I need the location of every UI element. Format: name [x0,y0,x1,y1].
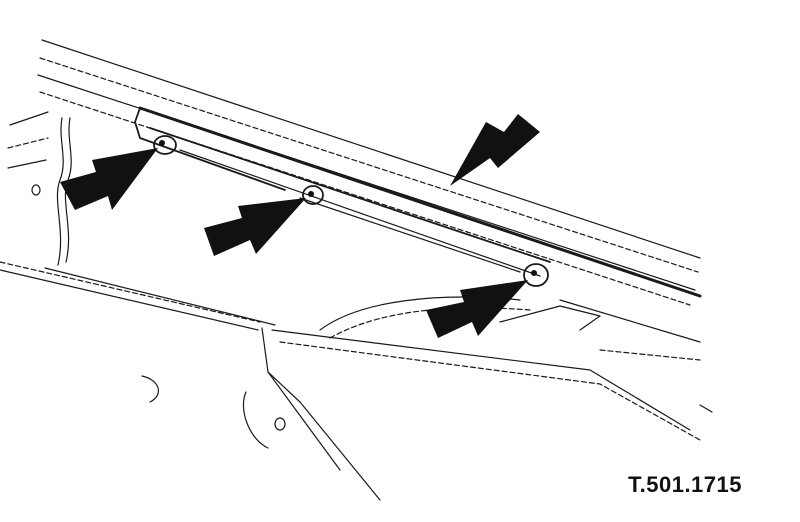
pillar-edge-line [56,117,64,266]
arrow-to-fastener-2 [204,198,306,256]
trim-strip-top-edge [138,106,702,298]
panel-edge-line [41,39,701,259]
sill-line [699,404,713,413]
inner-panel-edge [279,341,701,441]
inner-panel-edge [271,329,691,431]
trim-strip [134,106,702,298]
floor-edge-line [44,267,276,326]
trim-strip-inner-edge [149,127,551,263]
trim-strip-left-end [134,107,286,191]
pillar-top-line [7,159,47,169]
left-pillar-lines [7,111,72,266]
fasteners [153,135,549,287]
inner-panel-edge [299,401,381,501]
pillar-top-line [7,137,49,149]
arrow-to-fastener-1 [60,148,158,210]
bottom-left-components [141,375,286,449]
lower-panel-lines [0,261,713,501]
pointer-arrows [60,114,540,338]
figure-reference-code: T.501.1715 [628,472,742,497]
sill-line [559,299,701,343]
trim-strip-lower-edge [299,197,521,273]
fastener-3 [523,263,549,287]
bracket-outline [499,305,601,331]
bracket-hole [274,417,286,431]
floor-edge-line [0,269,259,331]
bracket-curve [242,391,269,449]
inner-panel-edge [267,371,341,471]
arrow-to-fastener-3 [426,280,528,338]
pillar-hole [31,184,41,196]
arrow-to-trim-strip [450,114,540,186]
fastener-1-center [159,140,165,146]
fastener-3-center [531,270,537,276]
fastener-2-center [308,191,314,197]
inner-panel-corner [261,327,301,403]
panel-edge-line [39,57,699,273]
clip-outline [141,375,159,403]
trim-strip-lower-edge [179,149,541,277]
fastener-2 [302,185,324,205]
panel-edge-line [39,91,691,306]
pillar-top-line [9,111,49,126]
fastener-1 [153,135,177,155]
sill-line [599,349,701,361]
floor-edge-line [0,261,261,323]
